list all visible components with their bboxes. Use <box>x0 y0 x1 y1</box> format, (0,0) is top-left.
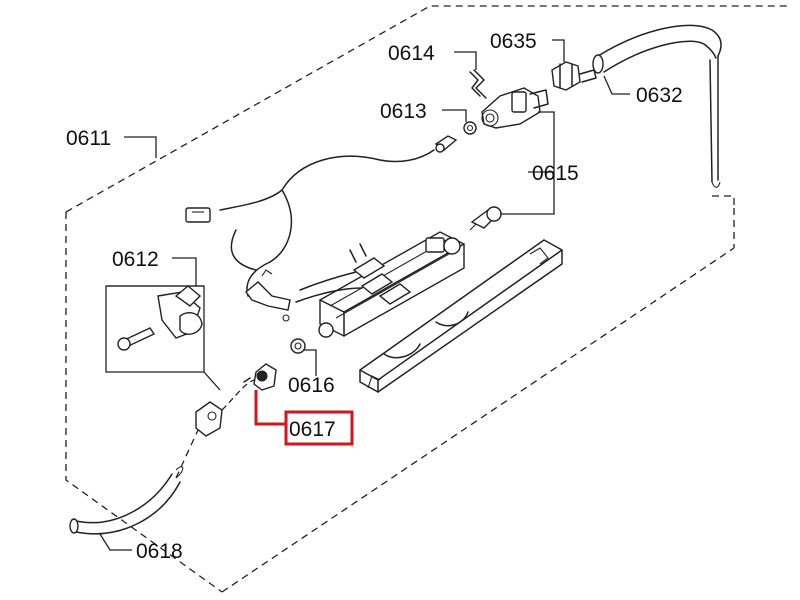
label-0614: 0614 <box>388 42 435 65</box>
label-0613: 0613 <box>380 100 427 123</box>
label-0612: 0612 <box>112 248 159 271</box>
label-0635: 0635 <box>490 30 537 53</box>
leader-lines <box>99 39 630 551</box>
highlight-box-0617 <box>284 410 354 446</box>
seal-ring-0613 <box>434 121 477 153</box>
ring-0616 <box>290 338 306 354</box>
label-0617: 0617 <box>289 418 336 441</box>
label-0632: 0632 <box>636 84 683 107</box>
label-0615: 0615 <box>532 162 579 185</box>
connector-bolt <box>469 206 502 231</box>
bracket-clip <box>245 269 291 322</box>
mounting-rail <box>359 239 563 393</box>
assembly-boundary-0611 <box>65 5 790 593</box>
label-0618: 0618 <box>136 540 183 563</box>
fitting-0635 <box>551 61 597 91</box>
label-0616: 0616 <box>288 374 335 397</box>
sensor-0617 <box>243 363 277 391</box>
highlight-leader-0617 <box>254 390 286 426</box>
detail-box-0612 <box>105 285 221 391</box>
hose-0632 <box>592 24 722 188</box>
elbow-connector <box>195 379 255 437</box>
clip-0614 <box>469 69 487 99</box>
hose-0618 <box>69 429 199 535</box>
valve-0615 <box>481 87 549 129</box>
label-0611: 0611 <box>66 127 111 150</box>
heater-body <box>295 231 465 338</box>
